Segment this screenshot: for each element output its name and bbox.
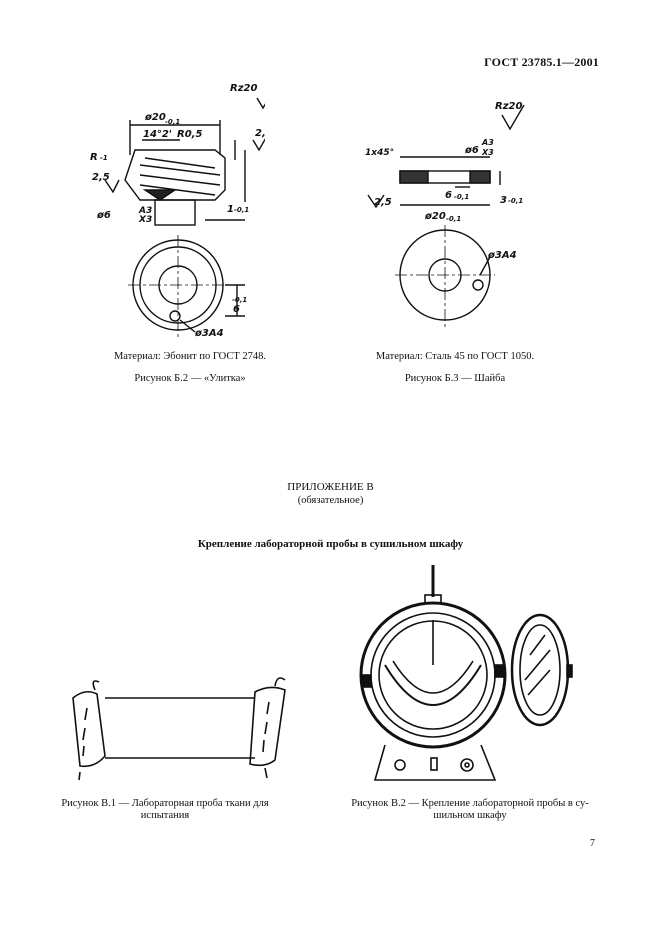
b3-hole: ø3A4 — [487, 250, 517, 261]
b2-d6-label: ø6 — [96, 210, 111, 221]
v1-caption-line2: испытания — [140, 810, 190, 821]
appendix-heading: Крепление лабораторной пробы в сушильном… — [197, 538, 464, 550]
figure-v1-drawing — [72, 677, 286, 781]
b3-rz-label: Rz20 — [495, 101, 522, 112]
b2-six-label: 6 — [233, 304, 240, 315]
v2-caption-line1: Рисунок В.2 — Крепление лабораторной про… — [351, 798, 589, 809]
b2-a3-label: A3 — [138, 206, 152, 216]
b2-rough-b: 2,5 — [92, 172, 110, 183]
v2-caption-line2: шильном шкафу — [433, 810, 507, 821]
b2-one-label: 1 — [227, 204, 234, 215]
b3-rough: 2,5 — [374, 197, 392, 208]
b2-hole-label: ø3A4 — [194, 328, 224, 339]
b3-three-tol: -0,1 — [508, 197, 523, 205]
b3-six-tol: -0,1 — [454, 193, 469, 201]
b3-six: 6 — [445, 190, 452, 201]
b3-d20: ø20 — [424, 211, 446, 222]
b3-chamfer: 1х45° — [365, 148, 394, 158]
b3-x3: X3 — [481, 148, 494, 157]
b2-d20-label: ø20 — [144, 112, 166, 123]
b3-three: 3 — [500, 195, 507, 206]
v1-caption-line1: Рисунок В.1 — Лабораторная проба ткани д… — [61, 798, 269, 809]
b3-caption: Рисунок Б.3 — Шайба — [404, 373, 506, 384]
standard-header: ГОСТ 23785.1—2001 — [484, 55, 599, 69]
figure-b3-drawing: Rz20 1х45° ø6 A3 X3 2,5 6 -0,1 ø20 -0,1 … — [365, 101, 525, 330]
b2-material: Материал: Эбонит по ГОСТ 2748. — [113, 351, 267, 362]
b2-caption: Рисунок Б.2 — «Улитка» — [134, 373, 246, 384]
appendix-subtitle: (обязательное) — [297, 495, 364, 506]
b2-x3-label: X3 — [138, 215, 152, 225]
b3-d20-tol: -0,1 — [446, 215, 461, 223]
appendix-title: ПРИЛОЖЕНИЕ В — [287, 481, 374, 493]
b3-material: Материал: Сталь 45 по ГОСТ 1050. — [375, 351, 535, 362]
b2-six-tol: -0,1 — [232, 296, 247, 304]
figure-v2-drawing — [359, 565, 573, 781]
b2-one-tol: -0,1 — [234, 206, 249, 214]
b2-r-label: R — [90, 152, 98, 163]
b2-r-tol: -1 — [100, 154, 108, 162]
b2-d20-tol: -0,1 — [165, 118, 180, 126]
b2-rough-a: 2,5 — [255, 128, 265, 139]
page-number: 7 — [590, 838, 595, 849]
b3-d6: ø6 — [464, 145, 479, 156]
b3-a3: A3 — [481, 138, 494, 147]
b2-rz-label: Rz20 — [230, 83, 257, 94]
b2-angle-label: 14°2' — [143, 129, 172, 140]
b2-r05-label: R0,5 — [177, 129, 202, 140]
figure-b2-drawing: Rz20 ø20 -0,1 14°2' R0,5 2,5 R -1 2,5 ø6… — [90, 83, 265, 340]
